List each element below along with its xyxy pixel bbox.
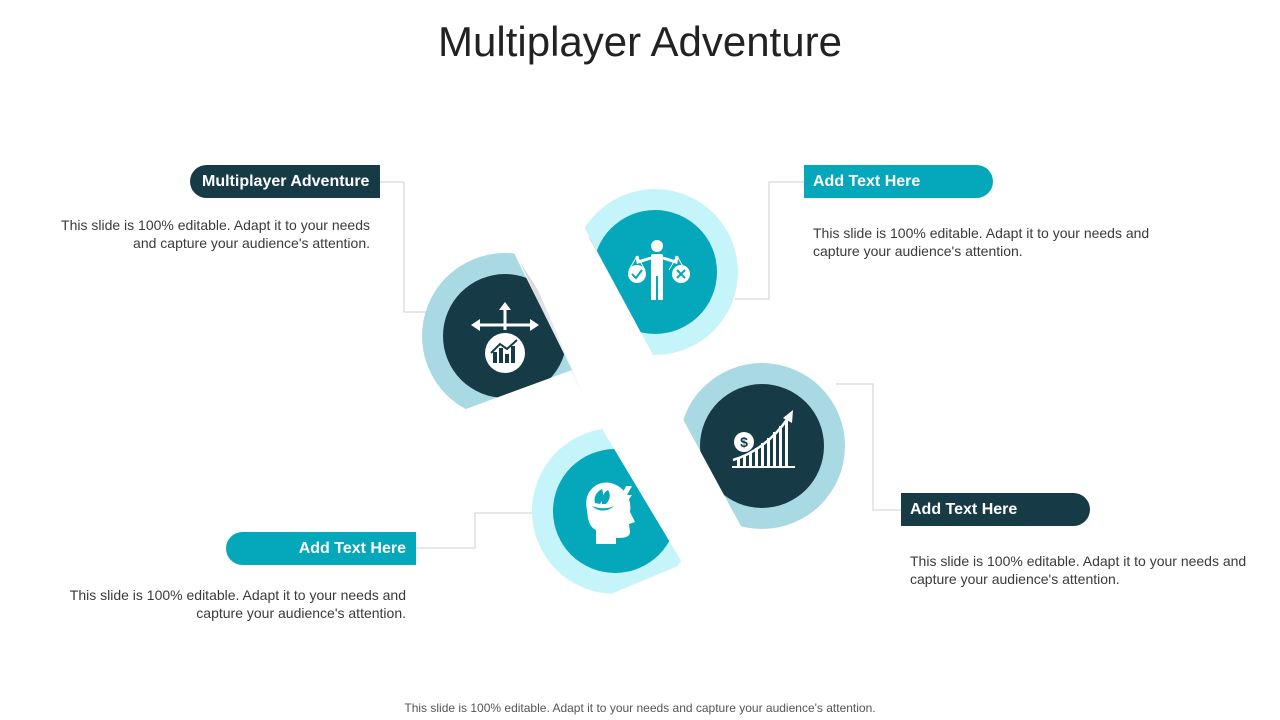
description-top-left: This slide is 100% editable. Adapt it to… bbox=[61, 217, 370, 251]
connector-top-left bbox=[380, 181, 432, 313]
head-lotus-lightning-icon bbox=[586, 482, 635, 544]
connector-lines bbox=[380, 181, 901, 549]
connector-bottom-left bbox=[416, 512, 542, 549]
label-pill-bottom-right: Add Text Here bbox=[901, 493, 1090, 526]
description-bottom-right: This slide is 100% editable. Adapt it to… bbox=[910, 553, 1247, 587]
footer-note: This slide is 100% editable. Adapt it to… bbox=[404, 701, 876, 715]
label-pill-bottom-left: Add Text Here bbox=[226, 532, 416, 565]
description-top-right: This slide is 100% editable. Adapt it to… bbox=[813, 225, 1150, 259]
connector-bottom-right bbox=[836, 383, 901, 511]
dollar-growth-chart-icon: $ bbox=[732, 410, 795, 468]
description-bottom-left: This slide is 100% editable. Adapt it to… bbox=[69, 587, 406, 621]
decision-arrows-chart-icon bbox=[471, 302, 539, 373]
page-title: Multiplayer Adventure bbox=[438, 18, 842, 65]
label-pill-top-left: Multiplayer Adventure bbox=[190, 165, 380, 198]
connector-top-right bbox=[735, 181, 804, 300]
person-balance-scale-icon bbox=[628, 240, 690, 300]
label-pill-top-right: Add Text Here bbox=[804, 165, 993, 198]
svg-text:$: $ bbox=[740, 434, 748, 450]
